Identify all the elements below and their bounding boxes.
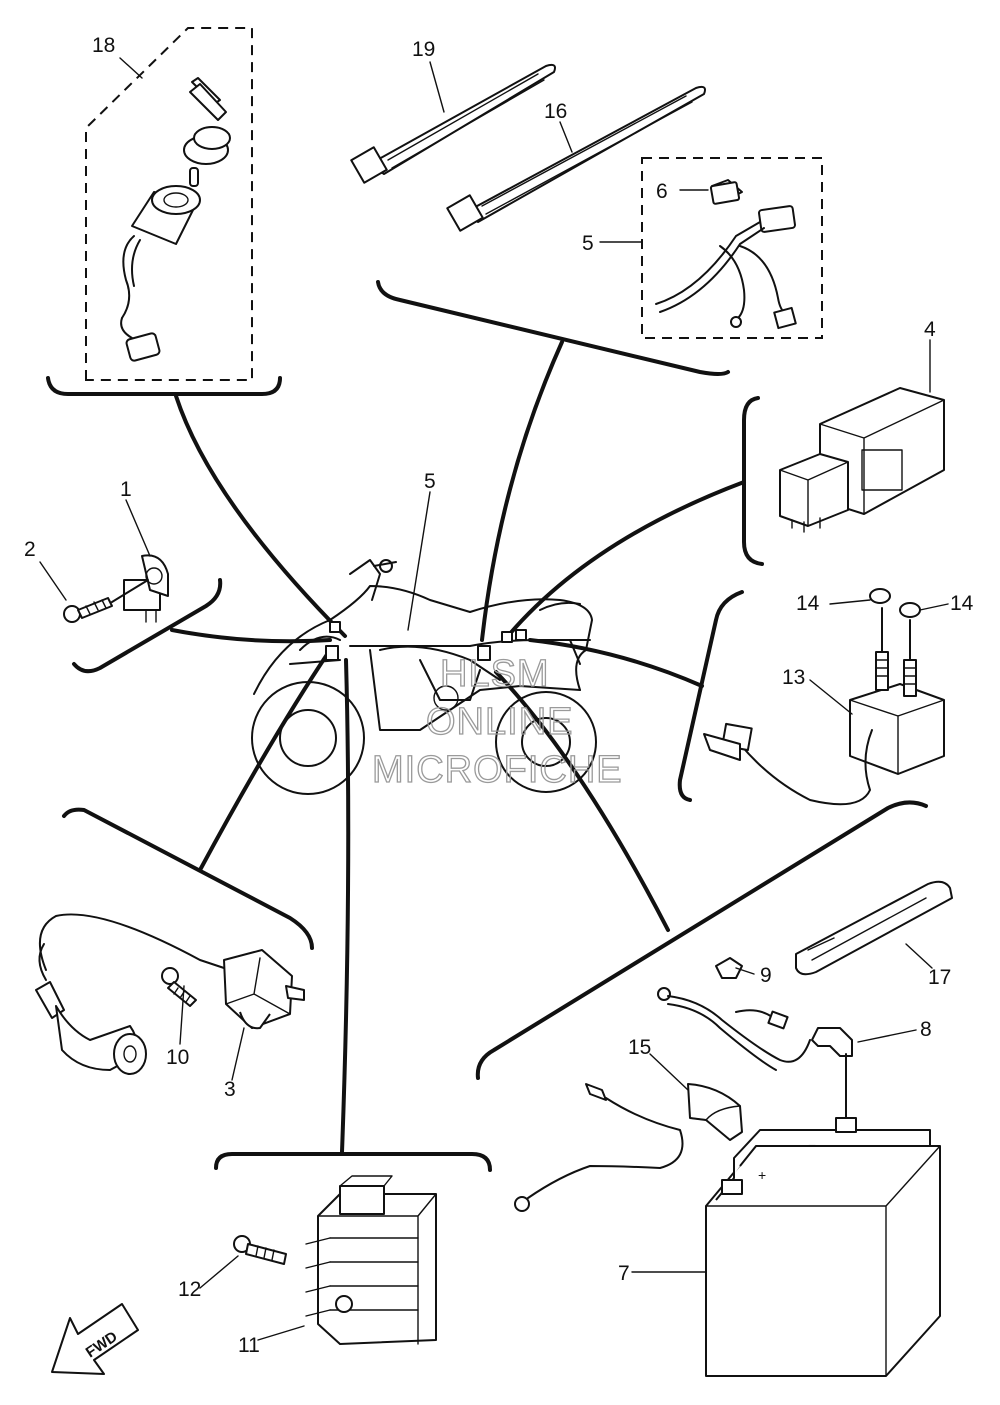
forward-direction-arrow: FWD [51,1303,139,1375]
callout-12: 12 [178,1278,201,1301]
starter-relay [703,588,945,806]
group-brackets [46,280,928,1172]
ignition-coil [35,913,305,1075]
callout-18: 18 [92,34,115,57]
watermark-line3: MICROFICHE [372,749,623,791]
group-leaders [170,340,746,1154]
callout-5-harness: 5 [582,232,594,255]
callout-7: 7 [618,1262,630,1285]
svg-text:−: − [808,1137,816,1153]
callout-15: 15 [628,1036,651,1059]
callout-6: 6 [656,180,668,203]
callout-14-left: 14 [796,592,820,615]
callout-11: 11 [238,1334,260,1357]
horn-assembly [63,554,169,623]
watermark-line1: HLSM [440,653,550,695]
callout-19: 19 [412,38,435,61]
callout-1: 1 [120,478,132,501]
battery: + − [705,1117,941,1377]
callout-16: 16 [544,100,567,123]
callout-leaders [39,57,949,1341]
callout-5-vehicle: 5 [424,470,436,493]
watermark: HLSM ONLINE MICROFICHE [371,652,623,791]
callout-2: 2 [24,538,36,561]
sub-harness-kit [641,157,823,339]
callout-3: 3 [224,1078,236,1101]
callout-8: 8 [920,1018,932,1041]
callout-9: 9 [760,964,772,987]
battery-cables [657,957,853,1123]
callout-10: 10 [166,1046,189,1069]
relay-unit [779,387,945,533]
callout-labels: 18 19 16 6 5 4 5 1 2 14 14 13 9 17 8 15 … [24,34,974,1357]
callout-4: 4 [924,318,936,341]
battery-band [795,880,953,976]
callout-14-right: 14 [950,592,974,615]
atv-vehicle [251,559,597,795]
ignition-switch-kit [85,27,253,381]
watermark-line2: ONLINE [426,701,573,743]
positive-lead [514,1083,743,1212]
rectifier-regulator [233,1175,437,1345]
callout-17: 17 [928,966,951,989]
svg-text:+: + [758,1167,766,1183]
callout-13: 13 [782,666,805,689]
cable-ties [350,63,706,232]
